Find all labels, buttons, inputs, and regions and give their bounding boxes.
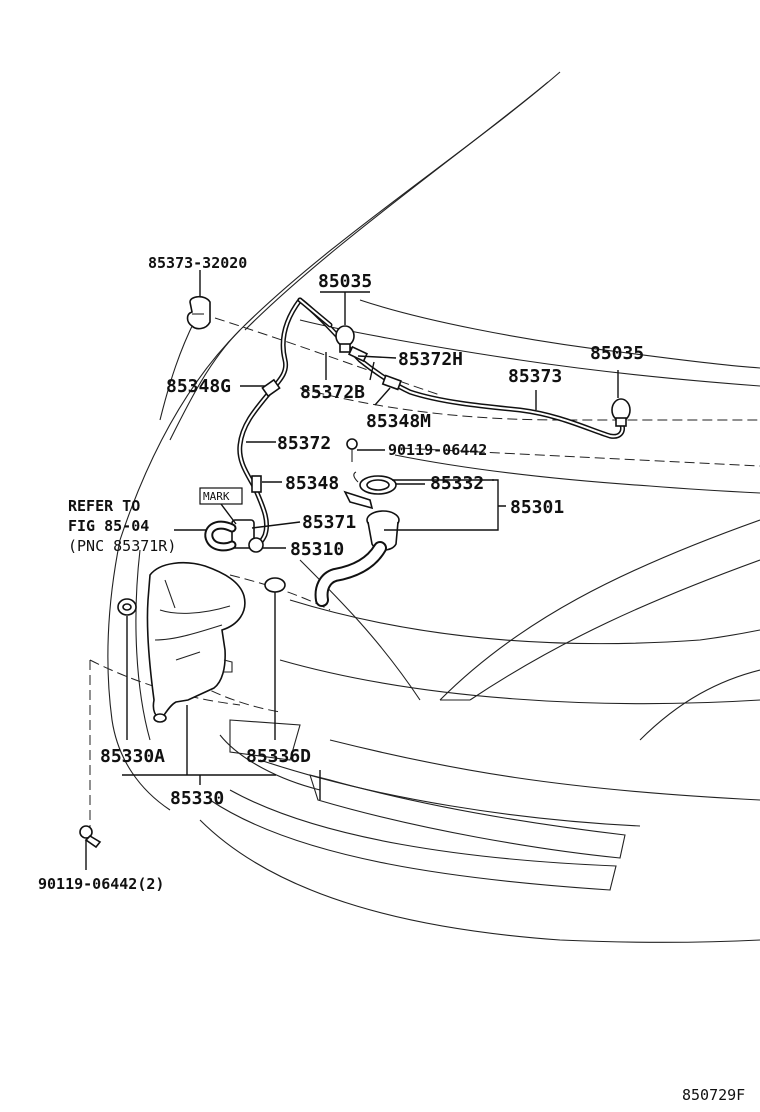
nozzle-85035-top [335,325,355,353]
label-85373-32020: 85373-32020 [148,254,247,272]
grommet-85336D [264,577,286,593]
pump-85310 [204,519,264,553]
leader-lines [85,270,619,870]
label-85371: 85371 [302,512,356,533]
mark-box [199,487,243,525]
label-85348: 85348 [285,473,339,494]
figure-code: 850729F [682,1086,745,1104]
refer-line-3: (PNC 85371R) [68,537,176,555]
label-85372H: 85372H [398,349,463,370]
refer-line-2: FIG 85-04 [68,517,149,535]
cap-85332 [353,471,397,495]
label-85373: 85373 [508,366,562,387]
label-90119-06442: 90119-06442 [388,441,487,459]
label-85332: 85332 [430,473,484,494]
vehicle-body-outline [107,71,760,943]
label-85035-top: 85035 [318,271,372,292]
joint-85372H [347,345,369,363]
refer-line-1: REFER TO [68,497,140,515]
joint-85348G [261,378,281,398]
clip-85373-32020 [186,295,211,330]
bolt-90119-06442-2 [79,825,102,849]
grommet-85330A [117,598,137,616]
label-90119-06442-2: 90119-06442(2) [38,875,164,893]
label-85301: 85301 [510,497,564,518]
joint-85348M [381,374,402,391]
label-85310: 85310 [290,539,344,560]
joint-85348 [251,475,262,493]
label-85330A: 85330A [100,746,165,767]
label-85336D: 85336D [246,746,311,767]
label-85372B: 85372B [300,382,365,403]
bolt-90119-06442 [346,438,358,462]
label-85348G: 85348G [166,376,231,397]
label-85348M: 85348M [366,411,431,432]
label-85330: 85330 [170,788,224,809]
nozzle-85035-right [611,398,631,427]
label-85035-right: 85035 [590,343,644,364]
washer-tank-85330 [146,561,246,723]
label-85372: 85372 [277,433,331,454]
washer-hoses [237,297,625,551]
label-mark: MARK [203,490,230,503]
filler-inlet-85301 [314,490,400,607]
